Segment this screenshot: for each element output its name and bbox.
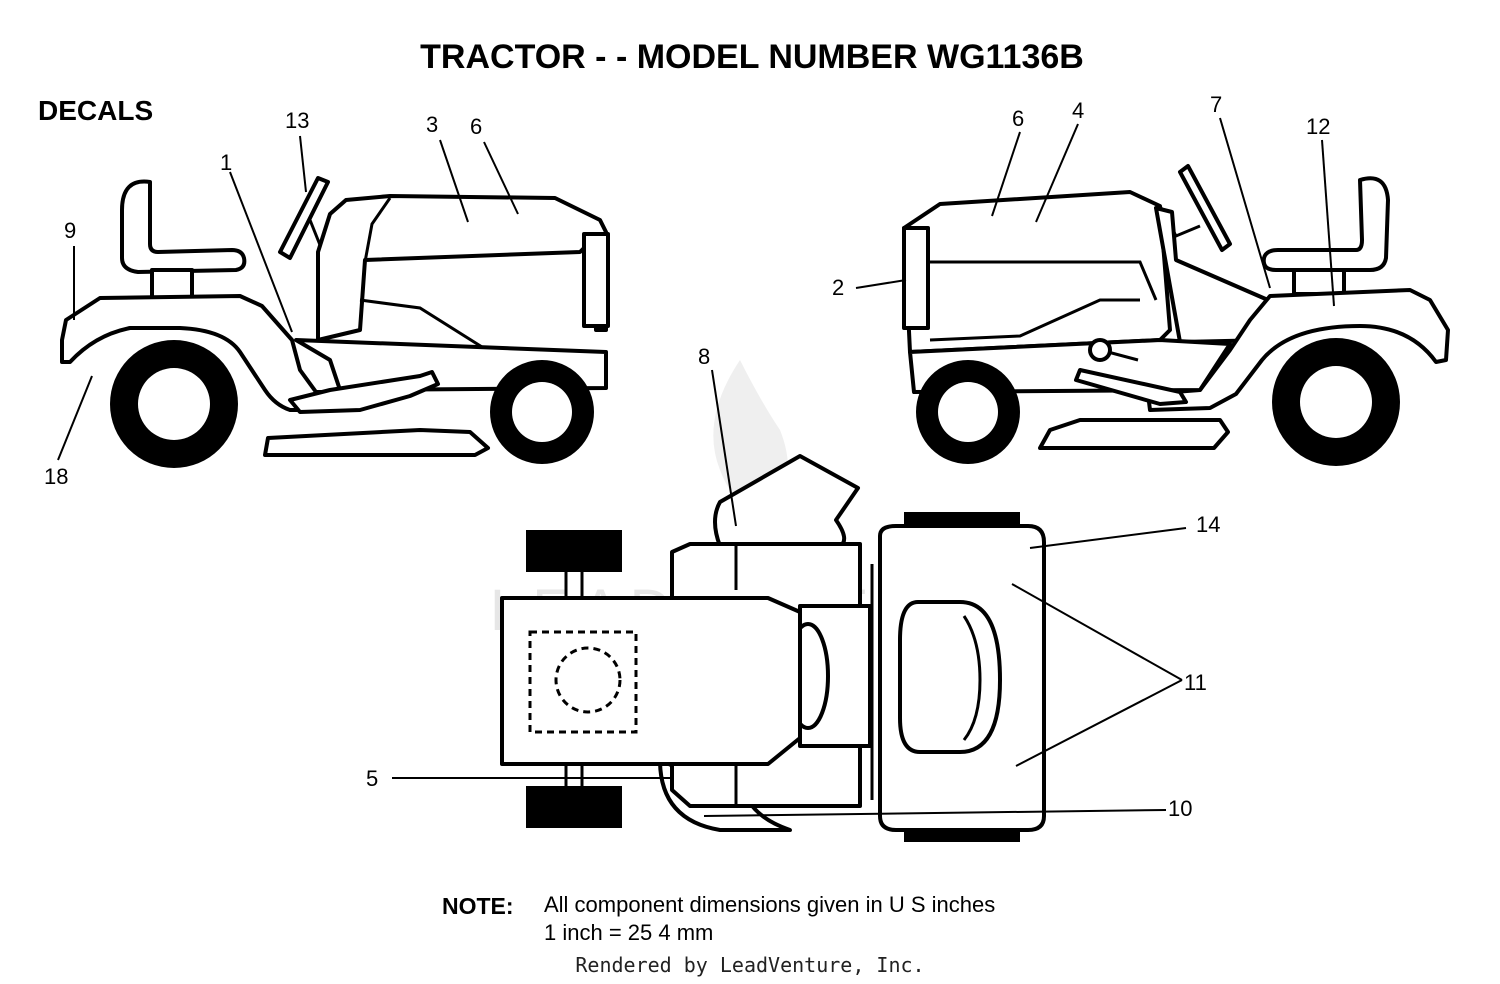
callout-10: 10: [1168, 796, 1192, 821]
callout-9: 9: [64, 218, 76, 243]
callout-7: 7: [1210, 92, 1222, 117]
callout-1: 1: [220, 150, 232, 175]
left-view-callouts: 1 13 3 6 9 18: [44, 108, 519, 489]
note-label: NOTE:: [442, 893, 514, 919]
section-label: DECALS: [38, 95, 153, 126]
callout-3: 3: [426, 112, 438, 137]
render-credit: Rendered by LeadVenture, Inc.: [575, 953, 924, 977]
note-line-2: 1 inch = 25 4 mm: [544, 920, 713, 945]
callout-18: 18: [44, 464, 68, 489]
callout-8: 8: [698, 344, 710, 369]
top-view-callouts: 8 14 11 5 10: [366, 344, 1220, 821]
callout-4: 4: [1072, 98, 1084, 123]
dimension-note: NOTE: All component dimensions given in …: [442, 892, 995, 945]
callout-6-left: 6: [470, 114, 482, 139]
tractor-top-view: [500, 454, 1046, 842]
callout-6-right: 6: [1012, 106, 1024, 131]
callout-13: 13: [285, 108, 309, 133]
callout-11: 11: [1184, 670, 1207, 695]
page-title: TRACTOR - - MODEL NUMBER WG1136B: [420, 38, 1084, 76]
tractor-left-side-view: [60, 176, 610, 468]
note-line-1: All component dimensions given in U S in…: [544, 892, 995, 917]
callout-14: 14: [1196, 512, 1220, 537]
tractor-right-side-view: [902, 164, 1450, 466]
callout-5: 5: [366, 766, 378, 791]
callout-12: 12: [1306, 114, 1330, 139]
callout-2: 2: [832, 275, 844, 300]
right-view-callouts: 6 4 7 12 2: [832, 92, 1335, 307]
